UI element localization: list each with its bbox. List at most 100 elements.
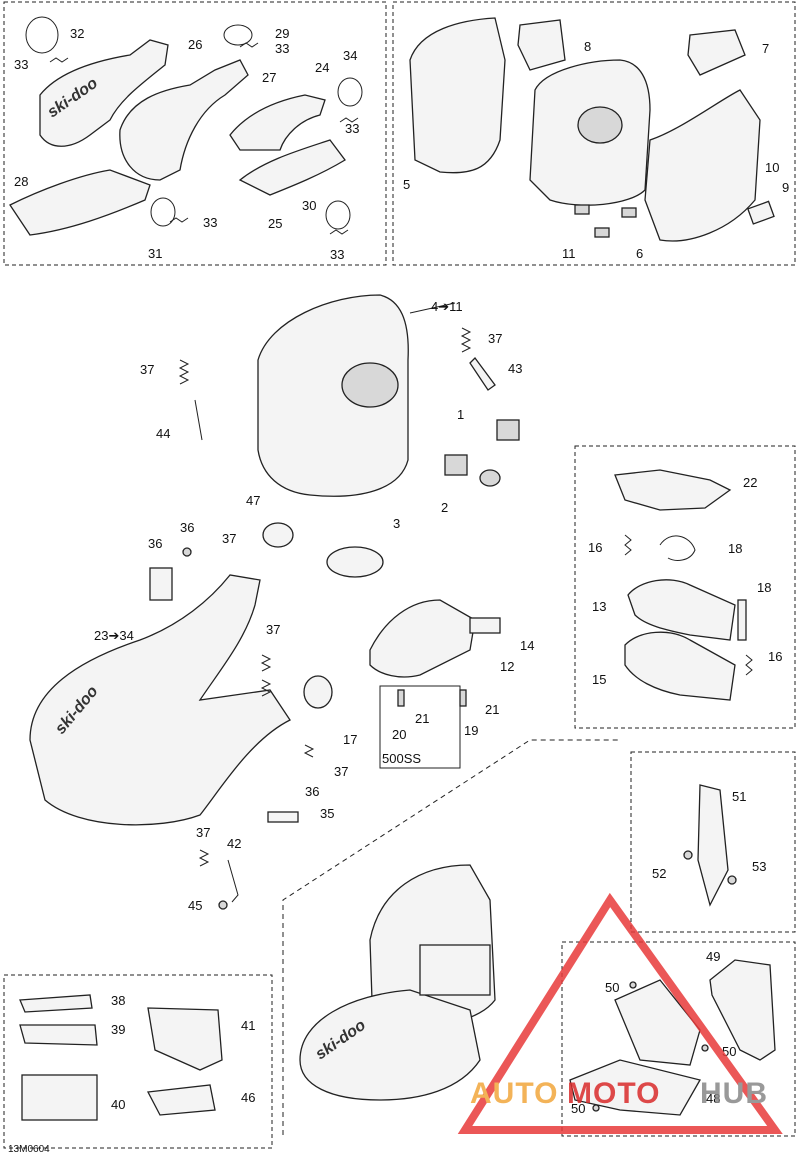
callout-49: 49 xyxy=(706,949,720,964)
shield-upper xyxy=(614,979,701,1066)
callout-53: 53 xyxy=(752,859,766,874)
heat-shield-parts xyxy=(614,469,753,701)
bolt-20 xyxy=(397,689,405,707)
ring-3 xyxy=(326,546,384,578)
grommet-11-a xyxy=(574,204,590,215)
inset-box-lower-shield xyxy=(561,941,796,1137)
nut-50-c xyxy=(592,1104,600,1112)
pad-46 xyxy=(146,1084,216,1116)
nut-52 xyxy=(683,850,693,860)
grommet-2 xyxy=(479,469,501,487)
inset-box-insulation-pads xyxy=(3,974,273,1149)
callout-27: 27 xyxy=(262,70,276,85)
callout-15: 15 xyxy=(592,672,606,687)
spring-37-b xyxy=(260,679,272,697)
watermark-triangle xyxy=(457,892,783,1134)
callout-21: 21 xyxy=(415,711,429,726)
spring-16-a xyxy=(624,534,632,556)
tuned-pipe xyxy=(29,574,291,826)
bracket-51 xyxy=(697,784,729,907)
spring-33-e xyxy=(169,217,189,223)
callout-33: 33 xyxy=(345,121,359,136)
watermark-auto: AUTO xyxy=(470,1077,558,1110)
gasket-14 xyxy=(469,617,501,634)
nut-50-b xyxy=(701,1044,709,1052)
spring-37-d xyxy=(198,849,210,867)
heat-shield-6 xyxy=(644,89,761,242)
watermark-logo: AUTO MOTO HUB xyxy=(457,892,783,1134)
callout-37: 37 xyxy=(266,622,280,637)
heat-shield-25 xyxy=(238,139,346,196)
callout-50: 50 xyxy=(571,1101,585,1116)
callout-37: 37 xyxy=(334,764,348,779)
nut-36 xyxy=(182,547,192,557)
callout-12: 12 xyxy=(500,659,514,674)
clamp-ring-32 xyxy=(25,16,59,54)
callout-36: 36 xyxy=(305,784,319,799)
callout-47: 47 xyxy=(246,493,260,508)
callout-52: 52 xyxy=(652,866,666,881)
callout-30: 30 xyxy=(302,198,316,213)
rubber-mount-1-a xyxy=(444,454,468,476)
callout-21: 21 xyxy=(485,702,499,717)
callout-9: 9 xyxy=(782,180,789,195)
callout-44: 44 xyxy=(156,426,170,441)
callout-11: 11 xyxy=(562,246,576,261)
nut-45 xyxy=(218,900,228,910)
callout-39: 39 xyxy=(111,1022,125,1037)
assembled-pipe xyxy=(299,989,481,1101)
pad-39 xyxy=(19,1024,98,1046)
callout-51: 51 xyxy=(732,789,746,804)
callout-13: 13 xyxy=(592,599,606,614)
spring-37-c xyxy=(303,744,315,758)
spring-33-b xyxy=(239,42,259,48)
inset-box-muffler-covers xyxy=(392,1,796,266)
callout-37: 37 xyxy=(222,531,236,546)
rubber-mount-1-b xyxy=(496,419,520,441)
callout-3: 3 xyxy=(393,516,400,531)
inset-box-500ss-option xyxy=(379,685,461,769)
leader xyxy=(409,302,456,314)
tuned-pipe-assembly: ski-doo xyxy=(29,547,501,910)
shield-13 xyxy=(627,579,736,641)
clamp-ring-31 xyxy=(150,197,176,227)
bracket-36 xyxy=(149,567,173,601)
callout-16: 16 xyxy=(768,649,782,664)
manifold xyxy=(369,599,476,678)
shield-48 xyxy=(569,1059,701,1116)
assembled-view: ski-doo xyxy=(299,784,776,1116)
callout-33: 33 xyxy=(14,57,28,72)
gasket-8 xyxy=(517,19,566,71)
callout-31: 31 xyxy=(148,246,162,261)
callout-23-to-34: 23➔34 xyxy=(94,628,134,643)
inset-box-heat-shields xyxy=(574,445,796,729)
pad-28 xyxy=(9,169,151,236)
spring-33-c xyxy=(339,117,359,123)
spring-37-a xyxy=(260,654,272,672)
muffler-cover-5 xyxy=(409,17,506,174)
callout-28: 28 xyxy=(14,174,28,189)
callout-24: 24 xyxy=(315,60,329,75)
assembly-frame-line xyxy=(282,739,620,1135)
callout-45: 45 xyxy=(188,898,202,913)
callout-18: 18 xyxy=(728,541,742,556)
callout-33: 33 xyxy=(203,215,217,230)
spring-37-top xyxy=(460,327,472,353)
top-left-parts: ski-doo xyxy=(9,16,363,236)
shield-22 xyxy=(614,469,732,511)
tailpipe-24 xyxy=(229,94,326,151)
callout-37: 37 xyxy=(140,362,154,377)
hanger-43 xyxy=(469,357,496,391)
nut-50-a xyxy=(629,981,637,989)
callout-33: 33 xyxy=(275,41,289,56)
callout-8: 8 xyxy=(584,39,591,54)
spring-33-d xyxy=(329,229,349,235)
watermark-hub: HUB xyxy=(700,1077,768,1110)
callout-29: 29 xyxy=(275,26,289,41)
callout-32: 32 xyxy=(70,26,84,41)
callout-33: 33 xyxy=(330,247,344,262)
top-right-parts xyxy=(409,17,775,242)
muffler-outlet-main xyxy=(341,362,399,408)
clamp-ring-29 xyxy=(223,24,253,46)
